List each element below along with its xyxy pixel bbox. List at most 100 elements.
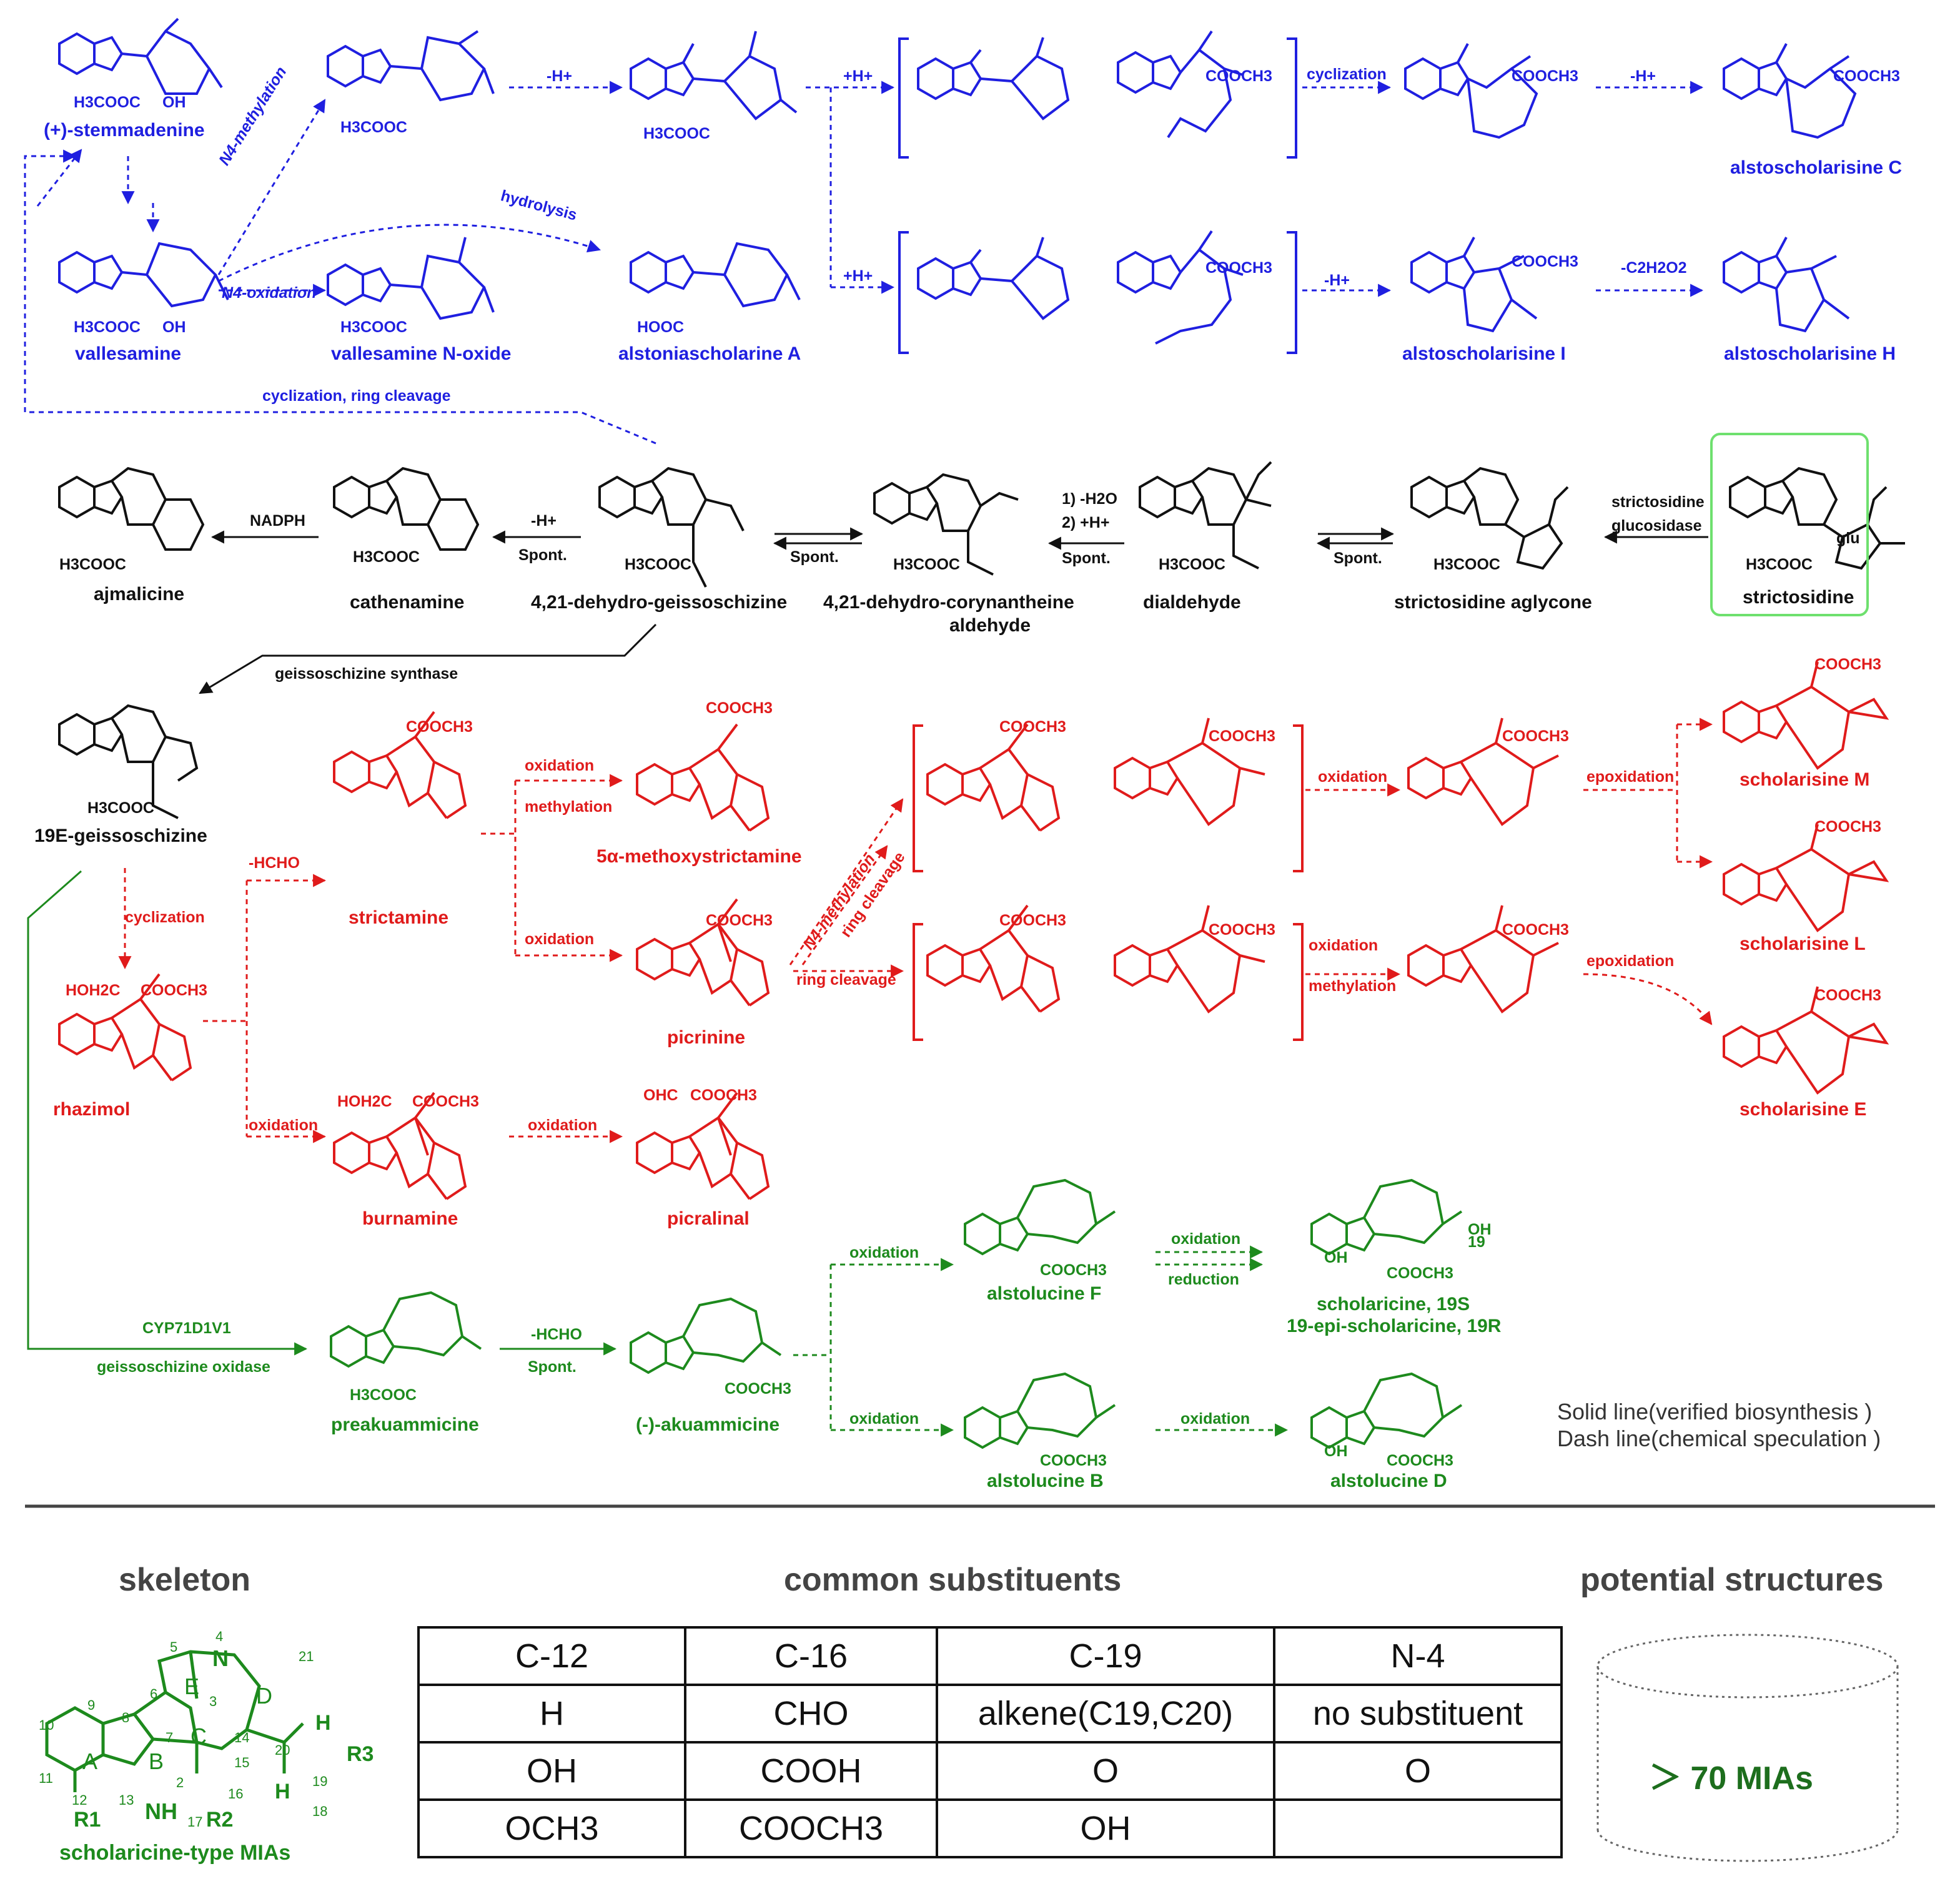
- compound-picrinine: picrinine: [667, 1027, 746, 1048]
- structure-alstoscholarisine-i: [1410, 237, 1538, 333]
- label-cooch3-red-11: COOCH3: [1814, 818, 1881, 836]
- structure-dialdehyde: [1139, 461, 1272, 570]
- compound-stemmadenine: (+)-stemmadenine: [44, 120, 205, 141]
- step-reduction-green: reduction: [1168, 1271, 1239, 1288]
- label-h3cooc-10: H3COOC: [1159, 556, 1225, 573]
- compound-alstolucine-f: alstolucine F: [987, 1283, 1102, 1304]
- red-arrows: [118, 718, 1713, 1143]
- label-h3cooc-11: H3COOC: [1433, 556, 1500, 573]
- table-cell: O: [1404, 1752, 1431, 1790]
- atom-6: 6: [150, 1686, 158, 1702]
- step-epoxidation-red-2: epoxidation: [1586, 952, 1675, 970]
- skeleton-r1: R1: [74, 1808, 101, 1832]
- label-h3cooc-1: H3COOC: [74, 94, 141, 111]
- legend-solid-line: Solid line(verified biosynthesis ): [1557, 1399, 1873, 1424]
- structure-stemmadenine: [58, 17, 223, 95]
- structure-alstolucine-f: [964, 1178, 1116, 1256]
- label-h3cooc-13: H3COOC: [87, 799, 154, 817]
- structure-strictamine: [333, 711, 467, 819]
- atom-11: 11: [39, 1770, 53, 1786]
- skeleton-r2: R2: [206, 1808, 234, 1832]
- compound-akuammicine: (-)-akuammicine: [636, 1414, 780, 1435]
- step-oxidation-red-2: oxidation: [525, 757, 595, 774]
- label-cooch3-red-12: COOCH3: [1814, 987, 1881, 1004]
- atom-7: 7: [166, 1730, 174, 1745]
- step-strictosidine-glucosidase-line2: glucosidase: [1611, 517, 1702, 535]
- compound-geissoschizine: 19E-geissoschizine: [34, 826, 207, 846]
- structure-geissoschizine: [58, 704, 199, 819]
- skeleton-name: scholaricine-type MIAs: [59, 1841, 291, 1865]
- label-oh-green-1: OH: [1468, 1221, 1492, 1238]
- step-oxidation-red-4: oxidation: [528, 1117, 598, 1134]
- compound-picralinal: picralinal: [667, 1208, 750, 1229]
- step-oxidation-red-3: oxidation: [525, 930, 595, 948]
- label-cooch3-green-4: COOCH3: [1040, 1452, 1107, 1469]
- label-cooch3-red-10: COOCH3: [1814, 656, 1881, 673]
- label-h3cooc-3: H3COOC: [340, 119, 407, 136]
- skeleton-h-15: H: [275, 1780, 290, 1803]
- step-oxidation-red-5: oxidation: [1318, 768, 1388, 786]
- compound-strictamine: strictamine: [349, 907, 449, 928]
- step-strictosidine-glucosidase-line1: strictosidine: [1611, 493, 1705, 511]
- step-cyp71d1v1: CYP71D1V1: [142, 1319, 231, 1337]
- table-cell: O: [1092, 1752, 1119, 1790]
- table-cell: COOCH3: [738, 1810, 884, 1847]
- database-cylinder: [1596, 1634, 1899, 1862]
- black-arrows: [199, 527, 1708, 694]
- label-h3cooc-4: H3COOC: [340, 318, 407, 336]
- label-hooc: HOOC: [637, 318, 684, 336]
- structure-alstoscholarisine-c: [1723, 43, 1857, 139]
- table-header-c19: C-19: [1069, 1637, 1142, 1675]
- compound-alstolucine-b: alstolucine B: [987, 1471, 1104, 1491]
- ring-label-d: D: [256, 1683, 272, 1709]
- label-cooch3-2: COOCH3: [1512, 67, 1578, 85]
- table-header-c16: C-16: [774, 1637, 848, 1675]
- atom-21: 21: [299, 1649, 314, 1664]
- step-spont-green: Spont.: [528, 1358, 577, 1376]
- label-cooch3-green-5: COOCH3: [1387, 1452, 1453, 1469]
- compound-alstoniascholarine-a: alstoniascholarine A: [618, 343, 801, 364]
- atom-13: 13: [119, 1792, 134, 1808]
- label-h3cooc-5: H3COOC: [643, 125, 710, 142]
- structure-cathenamine: [333, 466, 480, 551]
- step-oxidation-red-1: oxidation: [249, 1117, 319, 1134]
- label-cooch3-3: COOCH3: [1833, 67, 1900, 85]
- red-structures: [58, 661, 1889, 1200]
- atom-15: 15: [234, 1755, 250, 1770]
- label-cooch3-green-1: COOCH3: [725, 1380, 791, 1398]
- step-minus-c2h2o2: -C2H2O2: [1621, 259, 1687, 277]
- compound-alstoscholarisine-h: alstoscholarisine H: [1724, 343, 1896, 364]
- skeleton-structure: [45, 1650, 304, 1792]
- compound-strictosidine-aglycone: strictosidine aglycone: [1394, 592, 1592, 613]
- step-methylation-red-1: methylation: [525, 798, 613, 816]
- compound-dehydro-corynantheine-line2: aldehyde: [949, 615, 1031, 636]
- label-h3cooc-green: H3COOC: [350, 1386, 417, 1404]
- step-minus-h-2: -H+: [1630, 67, 1656, 85]
- step-minus-hcho-red: -HCHO: [249, 854, 300, 872]
- atom-2: 2: [176, 1775, 184, 1790]
- ring-label-a: A: [82, 1748, 98, 1774]
- green-structures: [45, 1178, 1463, 1792]
- label-h3cooc-2: H3COOC: [74, 318, 141, 336]
- substituent-table-grid: [417, 1626, 1563, 1858]
- table-cell: OH: [527, 1752, 577, 1790]
- label-ohc: OHC: [643, 1087, 678, 1104]
- table-cell: CHO: [773, 1695, 849, 1732]
- potential-value: ＞ 70 MIAs: [1649, 1760, 1813, 1797]
- structure-burnamine: [333, 1092, 467, 1200]
- structure-dehydro-geissoschizine: [598, 466, 745, 588]
- step-cyclization-ring-cleavage: cyclization, ring cleavage: [262, 387, 451, 405]
- step-minus-h2o: 1) -H2O: [1062, 490, 1117, 508]
- label-oh-green-2: OH: [1324, 1249, 1348, 1266]
- structure-scholarisine-l: [1723, 824, 1889, 932]
- compound-alstoscholarisine-c: alstoscholarisine C: [1730, 157, 1903, 178]
- substituents-title: common substituents: [784, 1562, 1122, 1598]
- label-cooch3-red-3: COOCH3: [706, 912, 773, 929]
- label-hoh2c-2: HOH2C: [337, 1093, 392, 1110]
- table-cell: [1274, 1800, 1562, 1857]
- step-epoxidation-red-1: epoxidation: [1586, 768, 1675, 786]
- compound-scholarisine-e: scholarisine E: [1740, 1099, 1867, 1120]
- label-h3cooc-9: H3COOC: [893, 556, 960, 573]
- step-geissoschizine-oxidase: geissoschizine oxidase: [97, 1358, 270, 1376]
